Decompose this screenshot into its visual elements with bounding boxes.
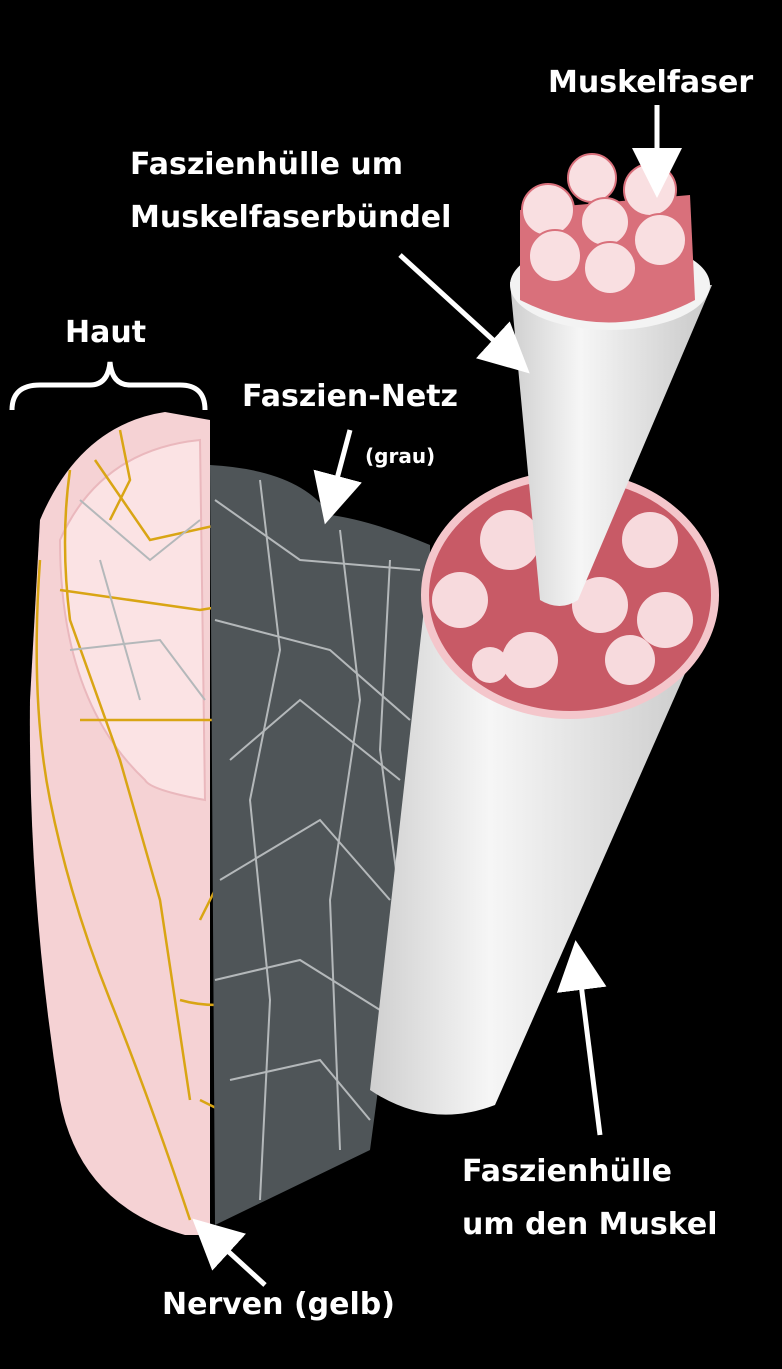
- label-skin: Haut: [65, 315, 147, 350]
- muscle-sheath: [370, 600, 713, 1115]
- label-fascia-net-note: (grau): [365, 444, 436, 468]
- label-bundle-sheath-1: Faszienhülle um: [130, 147, 403, 182]
- label-muscle-sheath-2: um den Muskel: [462, 1207, 718, 1242]
- skin-inner: [58, 438, 207, 802]
- arrows: [192, 105, 682, 1287]
- label-nerves: Nerven (gelb): [162, 1287, 395, 1322]
- fascia-net-region: [210, 465, 430, 1225]
- skin-brace: [9, 361, 208, 411]
- bundle-sheath: [510, 282, 712, 606]
- label-muscle-fiber: Muskelfaser: [548, 65, 754, 100]
- label-fascia-net: Faszien-Netz: [242, 379, 458, 414]
- label-muscle-sheath-1: Faszienhülle: [462, 1154, 672, 1189]
- fascia-lines: [69, 479, 421, 1201]
- label-bundle-sheath-2: Muskelfaserbündel: [130, 200, 452, 235]
